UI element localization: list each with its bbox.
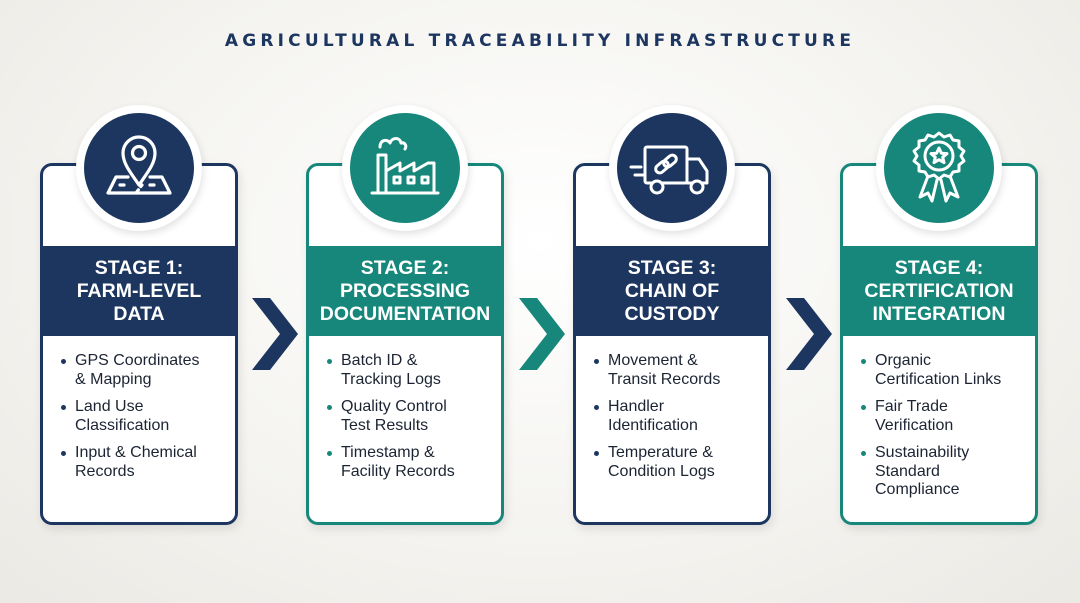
page-title: AGRICULTURAL TRACEABILITY INFRASTRUCTURE [224, 31, 856, 51]
stage-1-heading-line-1: STAGE 1: [94, 256, 184, 279]
stage-2-heading: STAGE 2: PROCESSING DOCUMENTATION [309, 246, 501, 336]
delivery-truck-chain-icon [629, 145, 709, 195]
stage-1-badge [76, 105, 202, 231]
stage-1-heading-line-2: FARM-LEVEL [76, 279, 202, 302]
stage-4-heading: STAGE 4: CERTIFICATION INTEGRATION [843, 246, 1035, 336]
list-item: GPS Coordinates& Mapping [43, 352, 235, 389]
chevron-right-icon [786, 298, 832, 370]
stage-3-heading: STAGE 3: CHAIN OF CUSTODY [576, 246, 768, 336]
factory-icon [370, 137, 440, 195]
stage-1-heading: STAGE 1: FARM-LEVEL DATA [43, 246, 235, 336]
list-item: Temperature &Condition Logs [576, 444, 768, 481]
list-item: Timestamp &Facility Records [309, 444, 501, 481]
stage-1-heading-line-3: DATA [113, 302, 165, 325]
stage-2-heading-line-1: STAGE 2: [360, 256, 450, 279]
stage-4-badge [876, 105, 1002, 231]
award-ribbon-icon [912, 131, 966, 203]
stage-3-heading-line-1: STAGE 3: [627, 256, 717, 279]
stage-4-heading-line-3: INTEGRATION [872, 302, 1006, 325]
stage-2-badge [342, 105, 468, 231]
stage-2-heading-line-2: PROCESSING [339, 279, 471, 302]
stage-3-heading-line-2: CHAIN OF [624, 279, 720, 302]
stage-2-heading-line-3: DOCUMENTATION [319, 302, 491, 325]
chevron-right-icon [252, 298, 298, 370]
map-pin-icon [106, 135, 172, 195]
stage-4-heading-line-2: CERTIFICATION [864, 279, 1014, 302]
chevron-right-icon [519, 298, 565, 370]
stage-3-heading-line-3: CUSTODY [624, 302, 720, 325]
list-item: Movement &Transit Records [576, 352, 768, 389]
stage-4-heading-line-1: STAGE 4: [894, 256, 984, 279]
stage-3-badge [609, 105, 735, 231]
list-item: Batch ID &Tracking Logs [309, 352, 501, 389]
